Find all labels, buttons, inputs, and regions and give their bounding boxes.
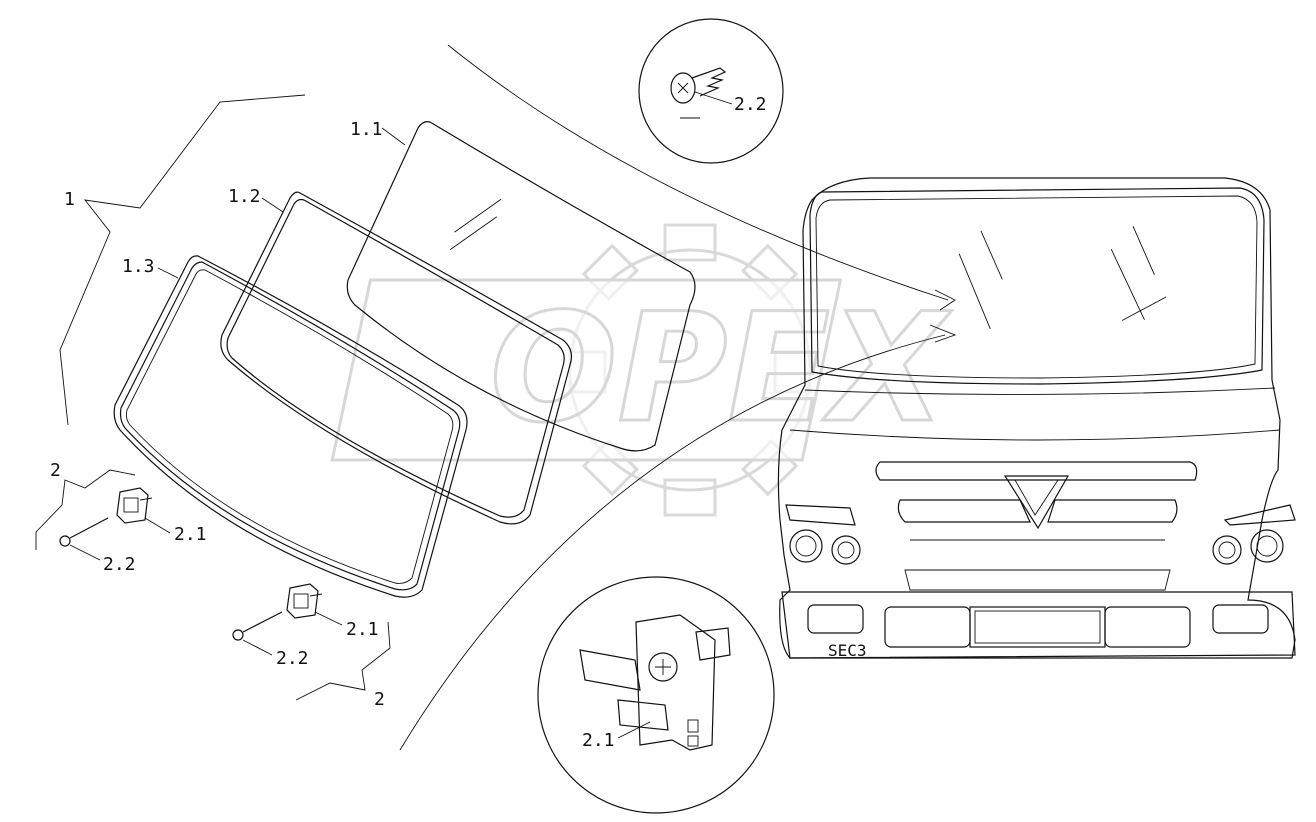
leader-screw-left	[69, 544, 101, 561]
guide-arc-upper	[447, 44, 949, 301]
clip-right	[286, 583, 323, 619]
screw-right	[232, 611, 283, 641]
guide-arrow-1	[934, 289, 956, 311]
screw-detail: 2.2	[638, 18, 784, 164]
label-clip-group-left: 2	[50, 460, 61, 481]
cab-logo	[1003, 475, 1070, 530]
watermark: OPEX	[330, 223, 953, 517]
watermark-text: OPEX	[490, 282, 952, 456]
guide-arrow-2	[929, 324, 957, 343]
leader-inner-glass	[157, 267, 179, 279]
label-screw-left: 2.2	[103, 554, 136, 575]
guide-arc-lower	[399, 334, 946, 751]
cab-section-mark: SEC3	[828, 641, 867, 660]
label-clip-right: 2.1	[346, 619, 379, 640]
leader-outer-glass	[381, 127, 406, 146]
label-screw-detail: 2.2	[734, 94, 767, 115]
label-middle-glass: 1.2	[228, 186, 261, 207]
label-assembly: 1	[64, 189, 75, 210]
label-outer-glass: 1.1	[350, 119, 383, 140]
cab-windshield	[809, 187, 1265, 385]
leader-clip-group-right	[295, 621, 391, 701]
leader-assembly	[59, 94, 306, 426]
leader-screw-right	[242, 639, 273, 656]
leader-clip-group-left	[35, 469, 136, 550]
leader-clip-right	[314, 611, 343, 626]
cab-bumper	[781, 591, 1296, 659]
middle-glass	[220, 191, 573, 525]
watermark-frame	[330, 278, 843, 462]
clip-left	[116, 487, 153, 524]
clip-detail: 2.1	[537, 576, 775, 814]
label-screw-right: 2.2	[276, 648, 309, 669]
leader-clip-left	[144, 517, 171, 534]
leader-middle-glass	[261, 197, 284, 213]
label-clip-group-right: 2	[374, 689, 385, 710]
headlamp-right	[1212, 504, 1296, 565]
inner-glass	[113, 255, 468, 598]
cab-grille	[875, 461, 1198, 481]
label-inner-glass: 1.3	[122, 256, 155, 277]
truck-cab: SEC3	[777, 177, 1296, 660]
headlamp-left	[785, 504, 861, 565]
label-clip-detail: 2.1	[582, 730, 615, 751]
screw-left	[59, 517, 109, 547]
outer-glass	[346, 121, 696, 452]
label-clip-left: 2.1	[174, 524, 207, 545]
